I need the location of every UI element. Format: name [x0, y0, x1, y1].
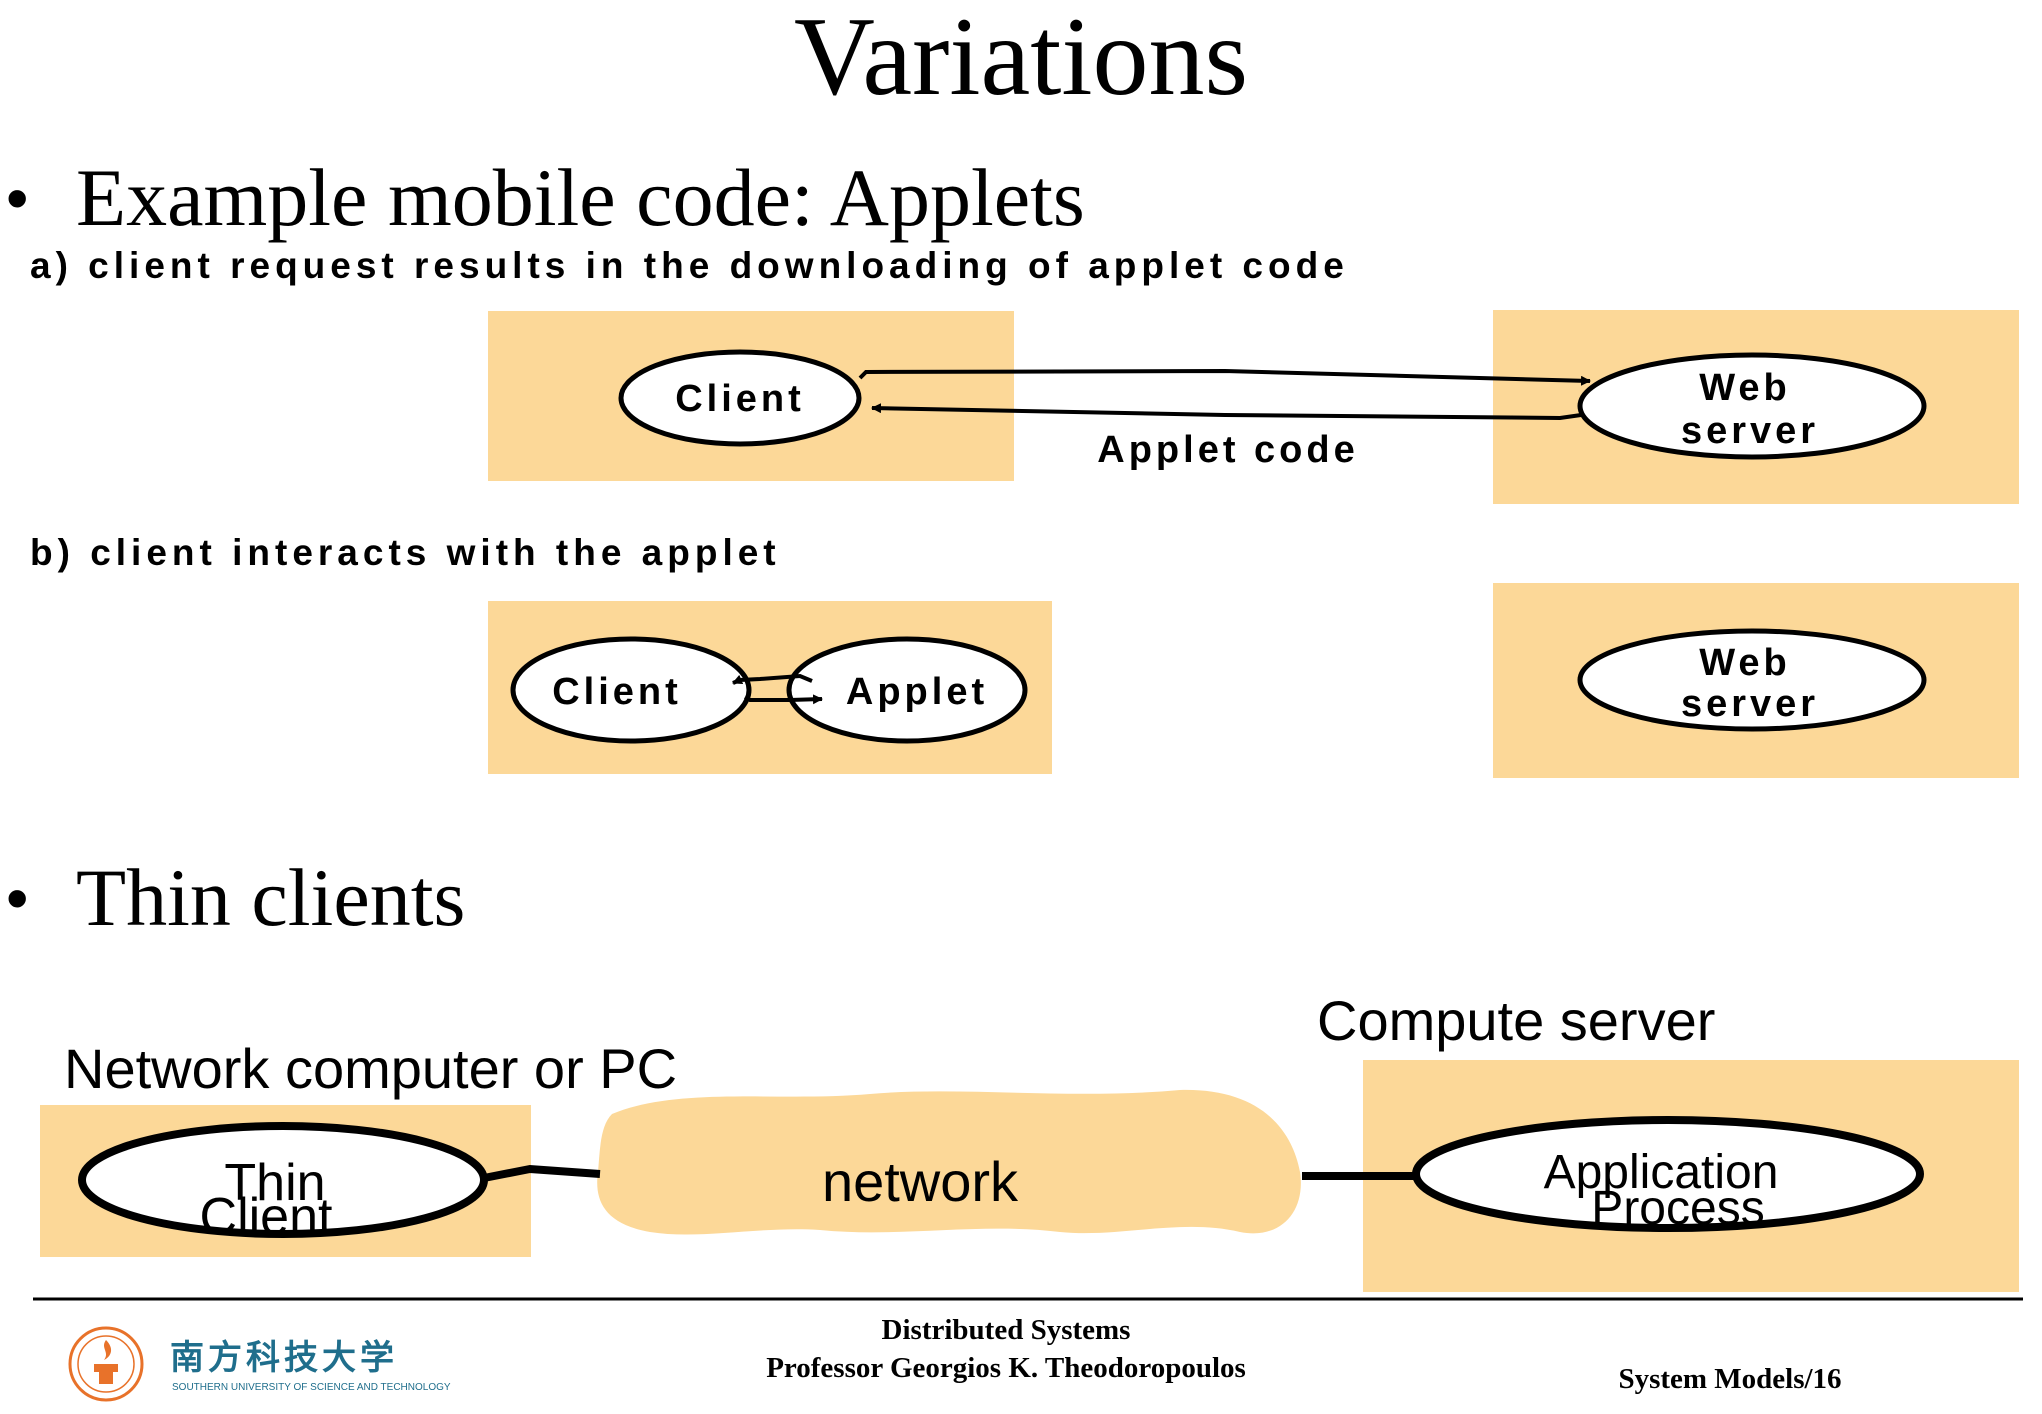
client-node-b: [510, 636, 752, 744]
client-label-b: Client: [552, 671, 682, 713]
client-to-applet-arrow: [743, 694, 823, 705]
server-label-a: server: [1681, 410, 1819, 452]
university-logo: 南方科技大学 SOUTHERN UNIVERSITY OF SCIENCE AN…: [66, 1324, 451, 1404]
bullet-marker: •: [6, 862, 29, 934]
web-server-node-a: [1577, 352, 1927, 460]
applet-label: Applet: [846, 671, 988, 713]
footer-professor: Professor Georgios K. Theodoropoulos: [766, 1352, 1246, 1384]
logo-cn-text: 南方科技大学: [170, 1338, 398, 1378]
footer-page-number: System Models/16: [1618, 1363, 1842, 1395]
web-label-b: Web: [1699, 642, 1791, 684]
network-cloud: [597, 1089, 1301, 1235]
link-pc-network: [483, 1164, 601, 1182]
applet-code-label: Applet code: [1097, 429, 1358, 471]
process-label: Process: [1591, 1182, 1764, 1235]
slide-title: Variations: [793, 0, 1249, 119]
bullet-marker: •: [6, 162, 29, 234]
caption-b: b) client interacts with the applet: [30, 532, 781, 573]
request-arrow: [858, 368, 1591, 386]
application-label: Application: [1544, 1146, 1779, 1199]
logo-en-text: SOUTHERN UNIVERSITY OF SCIENCE AND TECHN…: [172, 1382, 451, 1393]
footer-course: Distributed Systems: [881, 1314, 1131, 1346]
network-label: network: [822, 1150, 1019, 1213]
compute-server-label: Compute server: [1317, 989, 1716, 1052]
application-process-node: [1412, 1116, 1924, 1232]
bullet-applets: Example mobile code: Applets: [76, 152, 1085, 243]
caption-a: a) client request results in the downloa…: [30, 245, 1349, 286]
university-seal-icon: [68, 1326, 144, 1402]
web-label-a: Web: [1699, 367, 1791, 409]
client-node-a: [618, 349, 862, 447]
client-label-a: Client: [675, 378, 805, 420]
applet-code-arrow: [871, 403, 1582, 421]
thin-label: Thin: [224, 1154, 325, 1212]
network-pc-label: Network computer or PC: [64, 1037, 678, 1100]
thin-client-node: [78, 1122, 488, 1238]
bullet-thin-clients: Thin clients: [76, 852, 466, 943]
applet-node: [786, 636, 1028, 744]
web-server-node-b: [1577, 628, 1927, 732]
thin-client-label: Client: [200, 1188, 333, 1246]
applet-to-client-arrow: [732, 673, 813, 685]
server-label-b: server: [1681, 683, 1819, 725]
